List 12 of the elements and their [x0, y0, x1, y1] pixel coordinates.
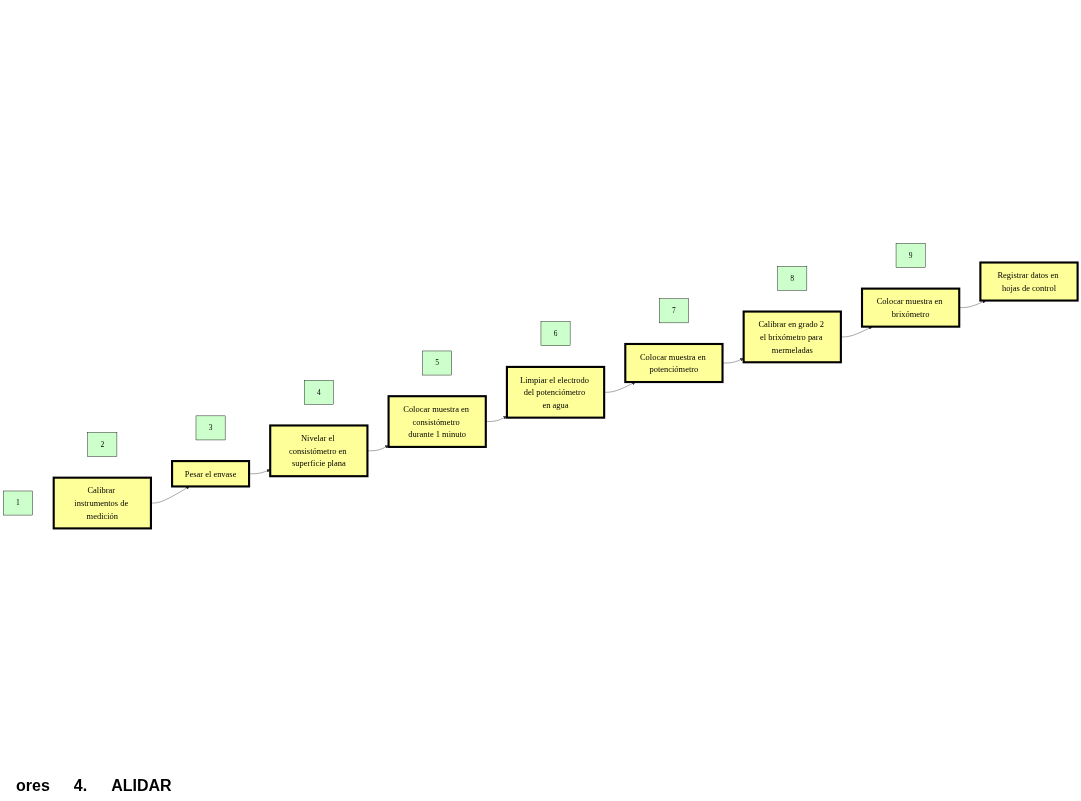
node-box: Nivelar el consistómetro en superficie plana	[269, 424, 369, 477]
node-box: Calibrar en grado 2 el brixómetro para mermeladas	[742, 310, 842, 363]
text-fragment: ores	[16, 777, 50, 795]
node-box: Limpiar el electrodo del potenciómetro en agua	[505, 365, 606, 419]
text-fragment: 4.	[73, 777, 88, 795]
node-box: Calibrar instrumentos de medición	[52, 476, 152, 530]
node-box: Colocar muestra en consistómetro durante 1 minuto	[387, 394, 487, 448]
node-box: Colocar muestra en potenciómetro	[624, 342, 724, 383]
text-fragment: ALIDAR	[111, 777, 172, 795]
node-box: Registrar datos en hojas de control	[979, 261, 1079, 302]
node-box: Pesar el envase	[171, 459, 251, 488]
node-box: Colocar muestra en brixómetro	[860, 287, 961, 328]
